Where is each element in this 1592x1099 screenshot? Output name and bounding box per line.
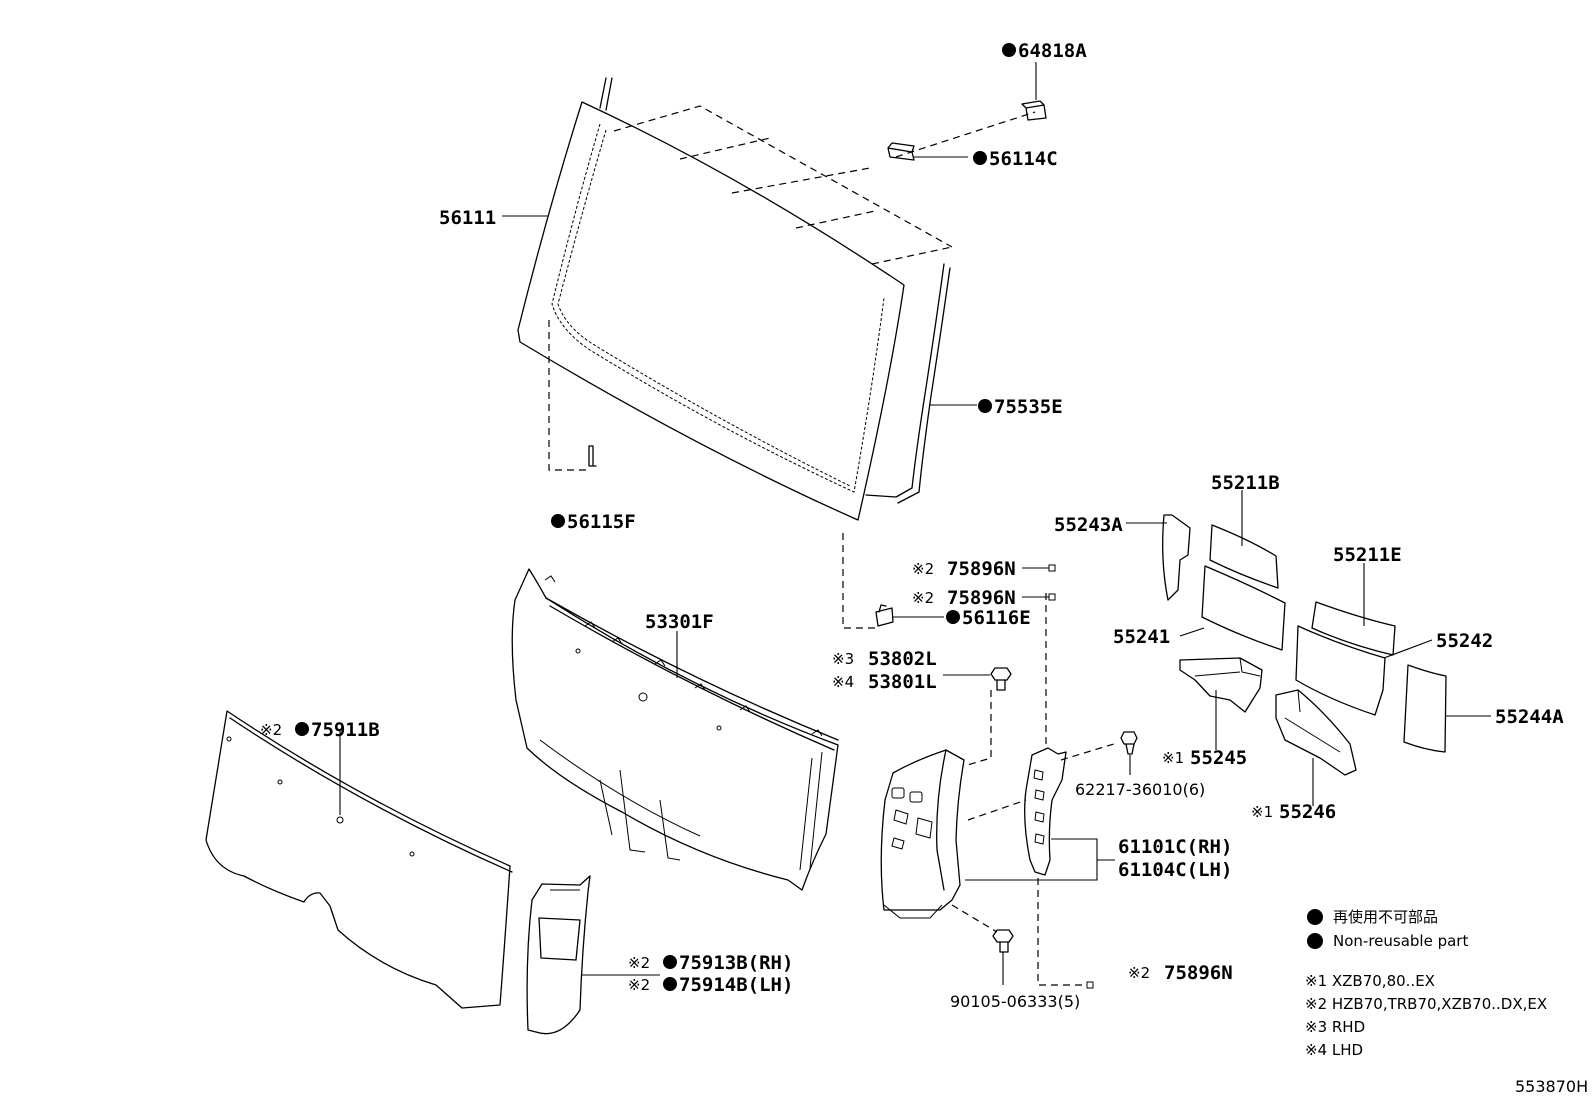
label-75896N-1: 75896N <box>947 558 1016 580</box>
label-61101C: 61101C(RH) <box>1118 836 1232 858</box>
label-75911B: 75911B <box>311 719 380 741</box>
legend-en: Non-reusable part <box>1333 932 1468 950</box>
mark-2: ※2 <box>912 589 934 607</box>
label-55245: 55245 <box>1190 747 1247 769</box>
legend-jp: 再使用不可部品 <box>1333 908 1438 926</box>
label-75535E: 75535E <box>994 396 1063 418</box>
pillar-trim-75913B <box>526 875 591 1035</box>
label-55211E: 55211E <box>1333 544 1402 566</box>
pad-55211E <box>1311 601 1396 656</box>
mark-2: ※2 <box>1128 964 1150 982</box>
pin-56115F <box>588 445 597 467</box>
label-75896N-3: 75896N <box>1164 962 1233 984</box>
label-56114C: 56114C <box>989 148 1058 170</box>
bullet-icon <box>978 399 992 413</box>
diagram-code: 553870H <box>1515 1077 1588 1096</box>
dash-75896N-lower <box>1037 878 1083 986</box>
dash-90105 <box>951 904 998 933</box>
leader-55241 <box>1179 627 1205 637</box>
legend: 再使用不可部品 Non-reusable part ※1 XZB70,80..E… <box>1305 908 1547 1059</box>
label-55246: 55246 <box>1279 801 1336 823</box>
mark-2: ※2 <box>628 976 650 994</box>
pillar-61101C <box>880 747 1067 919</box>
screw-53801L <box>990 667 1012 691</box>
mark-2: ※2 <box>628 954 650 972</box>
bullet-icon <box>295 722 309 736</box>
mark-1: ※1 <box>1251 803 1273 821</box>
label-56115F: 56115F <box>567 511 636 533</box>
windshield-glass <box>517 77 951 521</box>
label-62217: 62217-36010(6) <box>1075 780 1205 799</box>
bracket-leader-61101C <box>965 838 1115 881</box>
part-labels: 64818A 56114C 56111 75535E 56115F 55211B… <box>260 40 1564 1011</box>
dash-53801L <box>963 690 992 767</box>
label-61104C: 61104C(LH) <box>1118 859 1232 881</box>
mark-3: ※3 <box>832 650 854 668</box>
label-53802L: 53802L <box>868 648 937 670</box>
pad-55242 <box>1295 625 1386 716</box>
back-panel <box>511 568 839 891</box>
label-53801L: 53801L <box>868 671 937 693</box>
clip-62217 <box>1120 731 1138 755</box>
label-56116E: 56116E <box>962 607 1031 629</box>
pad-55241 <box>1201 565 1286 651</box>
label-53301F: 53301F <box>645 611 714 633</box>
bullet-icon <box>1307 933 1323 949</box>
mark-2: ※2 <box>912 560 934 578</box>
glass-guide-lines <box>548 105 1036 471</box>
pad-55243A <box>1162 514 1191 601</box>
clip-56114C <box>887 142 968 161</box>
legend-note-1: ※1 XZB70,80..EX <box>1305 972 1435 990</box>
legend-note-4: ※4 LHD <box>1305 1041 1363 1059</box>
label-55211B: 55211B <box>1211 472 1280 494</box>
duct-55246 <box>1275 689 1357 776</box>
leader-55242 <box>1383 639 1433 659</box>
label-90105: 90105-06333(5) <box>950 992 1080 1011</box>
bullet-icon <box>663 955 677 969</box>
dash-62217 <box>1060 742 1118 761</box>
bullet-icon <box>946 610 960 624</box>
label-55242: 55242 <box>1436 630 1493 652</box>
clip-75896N-1 <box>1048 564 1056 572</box>
label-75896N-2: 75896N <box>947 587 1016 609</box>
bullet-icon <box>663 977 677 991</box>
clip-75896N-2 <box>1048 593 1056 601</box>
legend-note-3: ※3 RHD <box>1305 1018 1365 1036</box>
label-75913B: 75913B(RH) <box>679 952 793 974</box>
duct-55245 <box>1179 657 1263 713</box>
roof-panel-75911B <box>205 710 513 1009</box>
label-55243A: 55243A <box>1054 514 1123 536</box>
clip-75896N-3 <box>1086 981 1094 989</box>
bullet-icon <box>973 151 987 165</box>
label-55241: 55241 <box>1113 626 1170 648</box>
mark-1: ※1 <box>1162 749 1184 767</box>
bullet-icon <box>1002 43 1016 57</box>
legend-note-2: ※2 HZB70,TRB70,XZB70..DX,EX <box>1305 995 1547 1013</box>
clip-64818A <box>1021 62 1047 121</box>
bullet-icon <box>1307 909 1323 925</box>
dash-pillar <box>967 799 1027 821</box>
pad-55211B <box>1209 524 1279 589</box>
bullet-icon <box>551 514 565 528</box>
label-56111: 56111 <box>439 207 496 229</box>
label-64818A: 64818A <box>1018 40 1087 62</box>
mark-2: ※2 <box>260 721 282 739</box>
label-75914B: 75914B(LH) <box>679 974 793 996</box>
pad-55244A <box>1403 664 1447 753</box>
bracket-56116E <box>842 533 944 629</box>
mark-4: ※4 <box>832 673 854 691</box>
label-55244A: 55244A <box>1495 706 1564 728</box>
bolt-90105 <box>992 929 1014 953</box>
